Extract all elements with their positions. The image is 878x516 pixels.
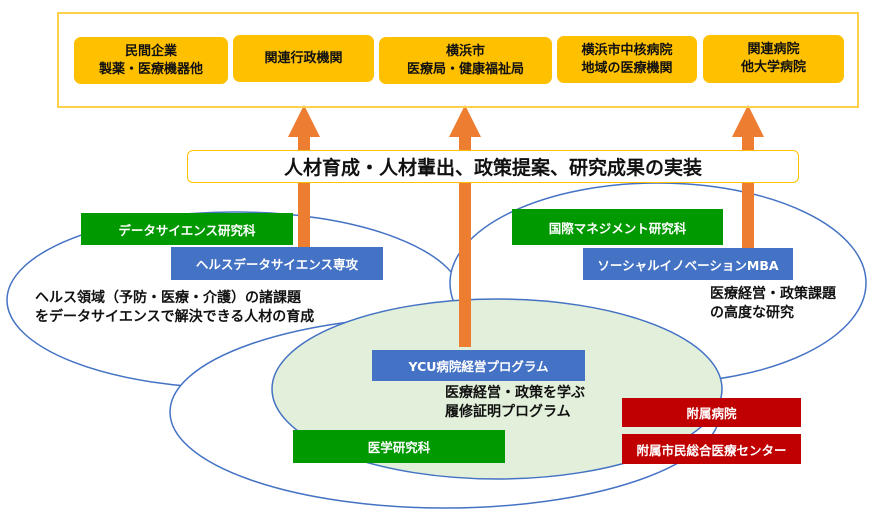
stakeholder-core-hospitals: 横浜市中核病院 地域の医療機関	[557, 36, 697, 83]
description-line: ヘルス領域（予防・医療・介護）の諸課題	[35, 290, 301, 306]
data-science-school-label: データサイエンス研究科	[81, 213, 293, 245]
stakeholder-line1: 横浜市	[445, 43, 485, 59]
outcomes-banner: 人材育成・人材輩出、政策提案、研究成果の実装	[187, 150, 799, 183]
stakeholder-yokohama-city: 横浜市 医療局・健康福祉局	[379, 37, 552, 84]
stakeholder-line1: 横浜市中核病院	[581, 42, 673, 58]
social-innovation-mba-label: ソーシャルイノベーションMBA	[583, 248, 793, 280]
stakeholder-line2: 地域の医療機関	[581, 60, 673, 76]
medicine-school-label: 医学研究科	[293, 430, 505, 463]
data-science-description: ヘルス領域（予防・医療・介護）の諸課題 をデータサイエンスで解決できる人材の育成	[35, 289, 314, 327]
description-line: をデータサイエンスで解決できる人材の育成	[35, 309, 315, 325]
management-school-label: 国際マネジメント研究科	[512, 209, 723, 245]
stakeholder-related-hospitals: 関連病院 他大学病院	[703, 35, 844, 83]
stakeholder-line1: 関連病院	[747, 42, 800, 57]
stakeholder-line1: 関連行政機関	[264, 50, 343, 66]
medical-center-label: 附属市民総合医療センター	[622, 434, 801, 464]
health-data-science-program-label: ヘルスデータサイエンス専攻	[171, 247, 383, 280]
arrow-up-center	[449, 105, 481, 347]
description-line: 医療経営・政策を学ぶ	[445, 385, 585, 401]
description-line: 医療経営・政策課題	[710, 286, 836, 302]
stakeholder-government: 関連行政機関	[233, 35, 374, 82]
stakeholder-line1: 民間企業	[124, 43, 177, 59]
management-description: 医療経営・政策課題 の高度な研究	[710, 285, 836, 323]
stakeholder-frame	[57, 12, 859, 108]
hospital-program-description: 医療経営・政策を学ぶ 履修証明プログラム	[445, 384, 585, 422]
description-line: 履修証明プログラム	[445, 404, 571, 420]
stakeholder-line2: 他大学病院	[740, 60, 806, 75]
description-line: の高度な研究	[710, 305, 794, 321]
stakeholder-line2: 医療局・健康福祉局	[406, 61, 524, 77]
stakeholder-private-companies: 民間企業 製薬・医療機器他	[74, 37, 228, 84]
affiliated-hospital-label: 附属病院	[622, 398, 801, 427]
stakeholder-line2: 製薬・医療機器他	[98, 61, 203, 77]
ycu-hospital-management-program-label: YCU病院経営プログラム	[372, 350, 585, 381]
